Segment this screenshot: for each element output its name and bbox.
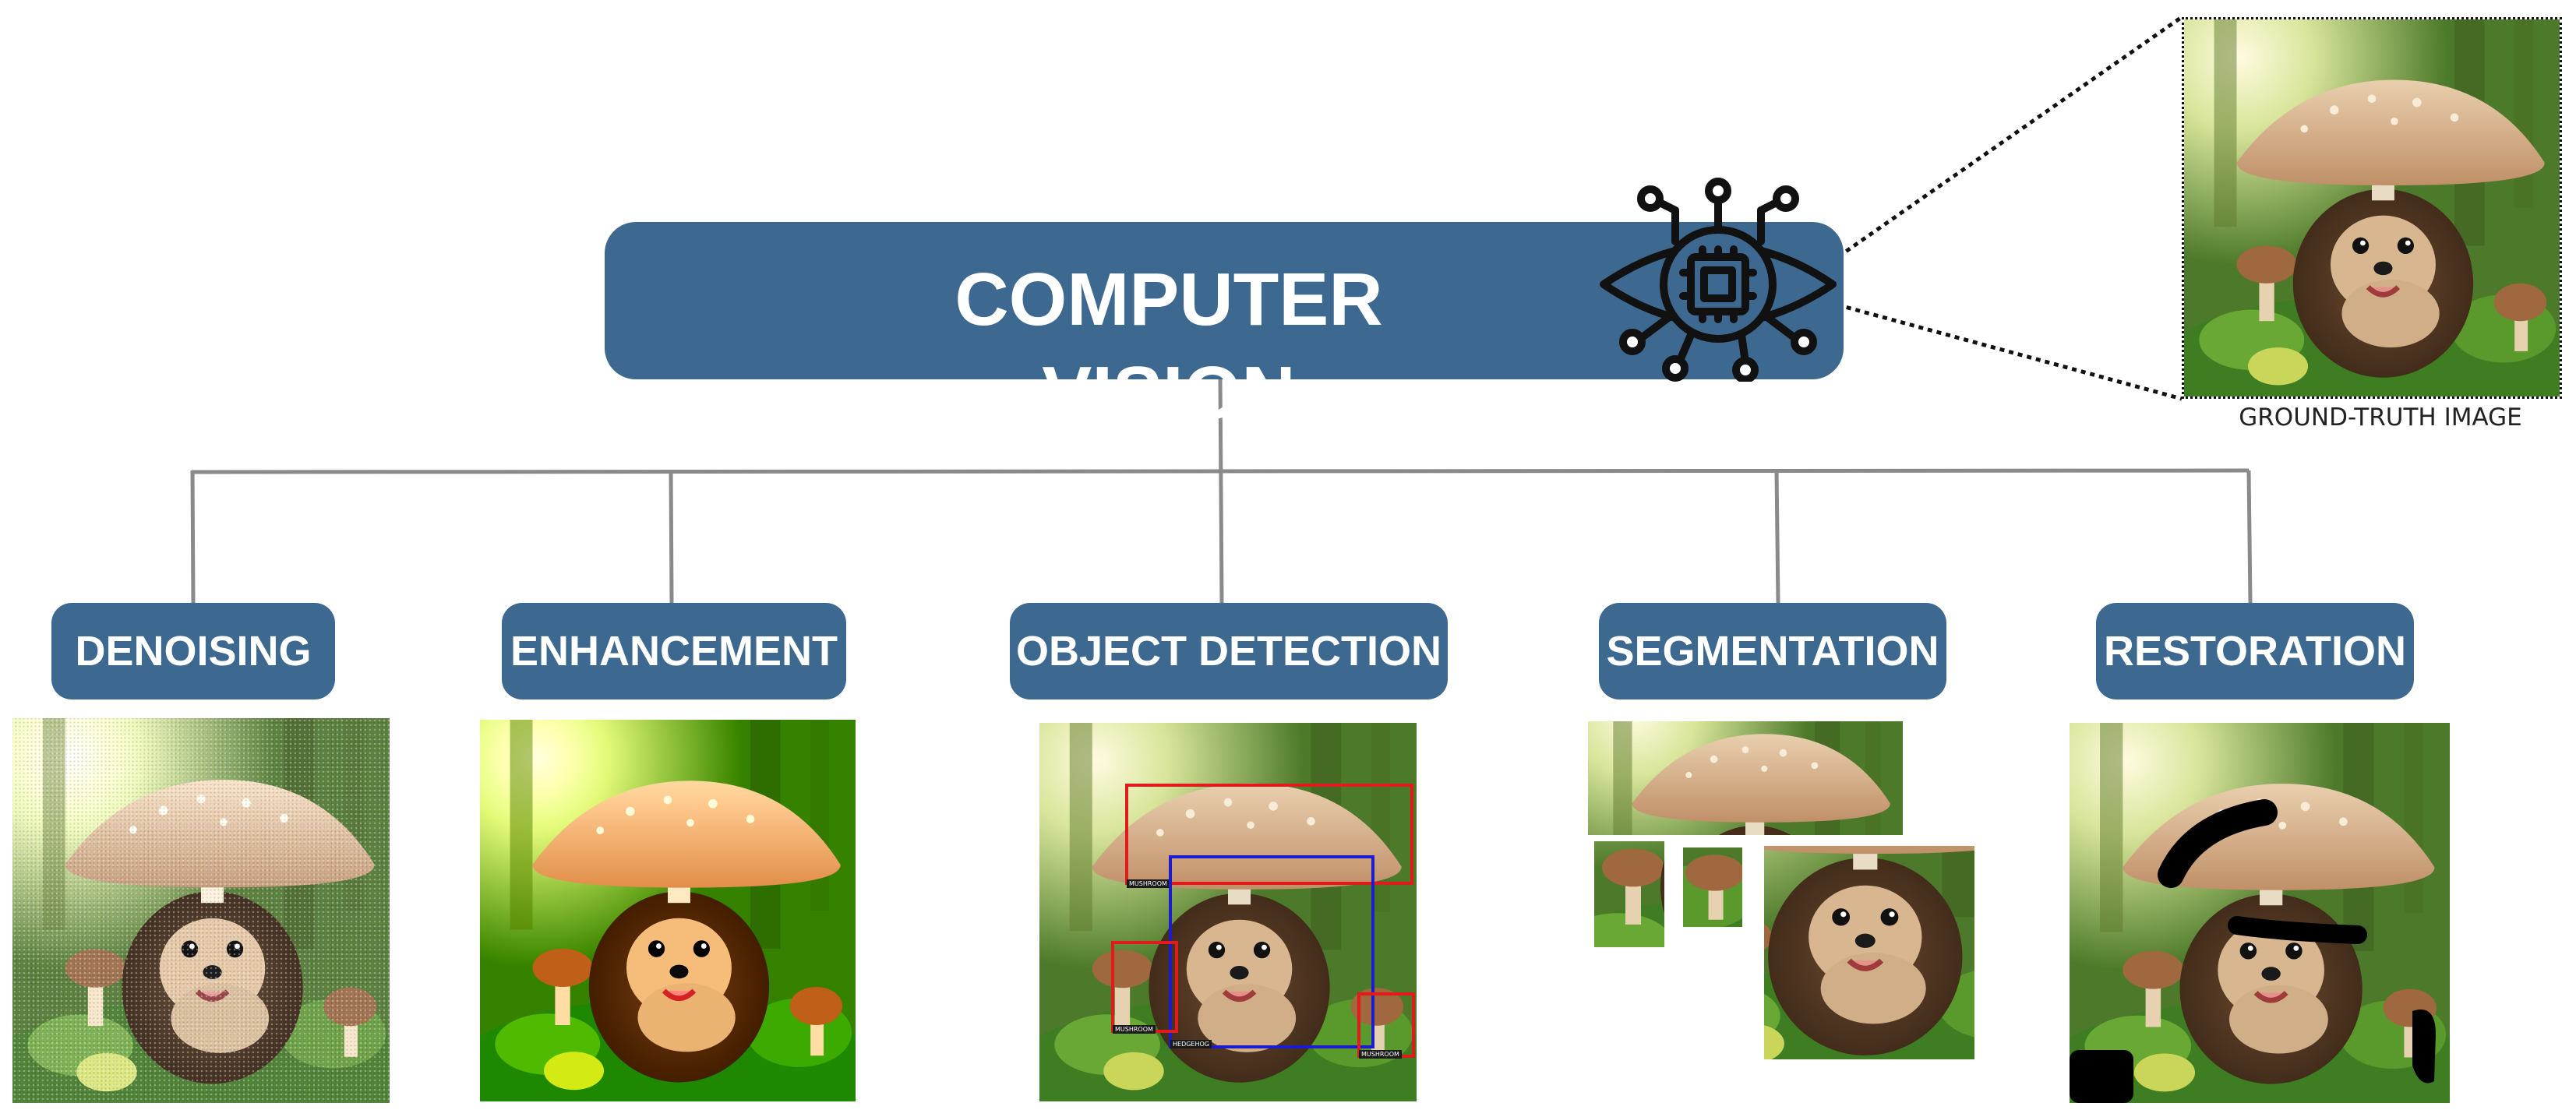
segment-hedgehog [1764,846,1974,1059]
segment-mushroom-cap [1588,721,1903,835]
restoration-image [2070,723,2450,1103]
bbox-mushroom-left [1111,941,1178,1033]
bbox-label-hedgehog: HEDGEHOG [1170,1040,1212,1048]
node-enhancement: ENHANCEMENT [502,603,846,699]
bbox-label-mushroom-cap: MUSHROOM [1127,879,1170,888]
node-denoising: DENOISING [51,603,335,699]
segment-small-mushroom-right [1683,847,1742,927]
bbox-mushroom-cap [1125,784,1413,885]
bbox-mushroom-right [1357,992,1415,1058]
ai-eye-circuit-icon [1600,178,1837,382]
ground-truth-image [2182,17,2562,399]
object-detection-image: MUSHROOM HEDGEHOG MUSHROOM MUSHROOM [1039,723,1417,1101]
root-title: COMPUTER VISION [955,258,1383,435]
node-restoration: RESTORATION [2096,603,2414,699]
node-segmentation: SEGMENTATION [1599,603,1946,699]
ground-truth-caption: GROUND-TRUTH IMAGE [2239,403,2522,432]
bbox-hedgehog [1169,855,1374,1048]
denoised-image [12,718,390,1103]
enhanced-image [480,720,856,1101]
bbox-label-mushroom-right: MUSHROOM [1359,1050,1402,1059]
segment-small-mushroom-left [1594,841,1664,947]
damage-strokes [2070,799,2436,1103]
bbox-label-mushroom-left: MUSHROOM [1113,1025,1156,1034]
node-object-detection: OBJECT DETECTION [1010,603,1448,699]
